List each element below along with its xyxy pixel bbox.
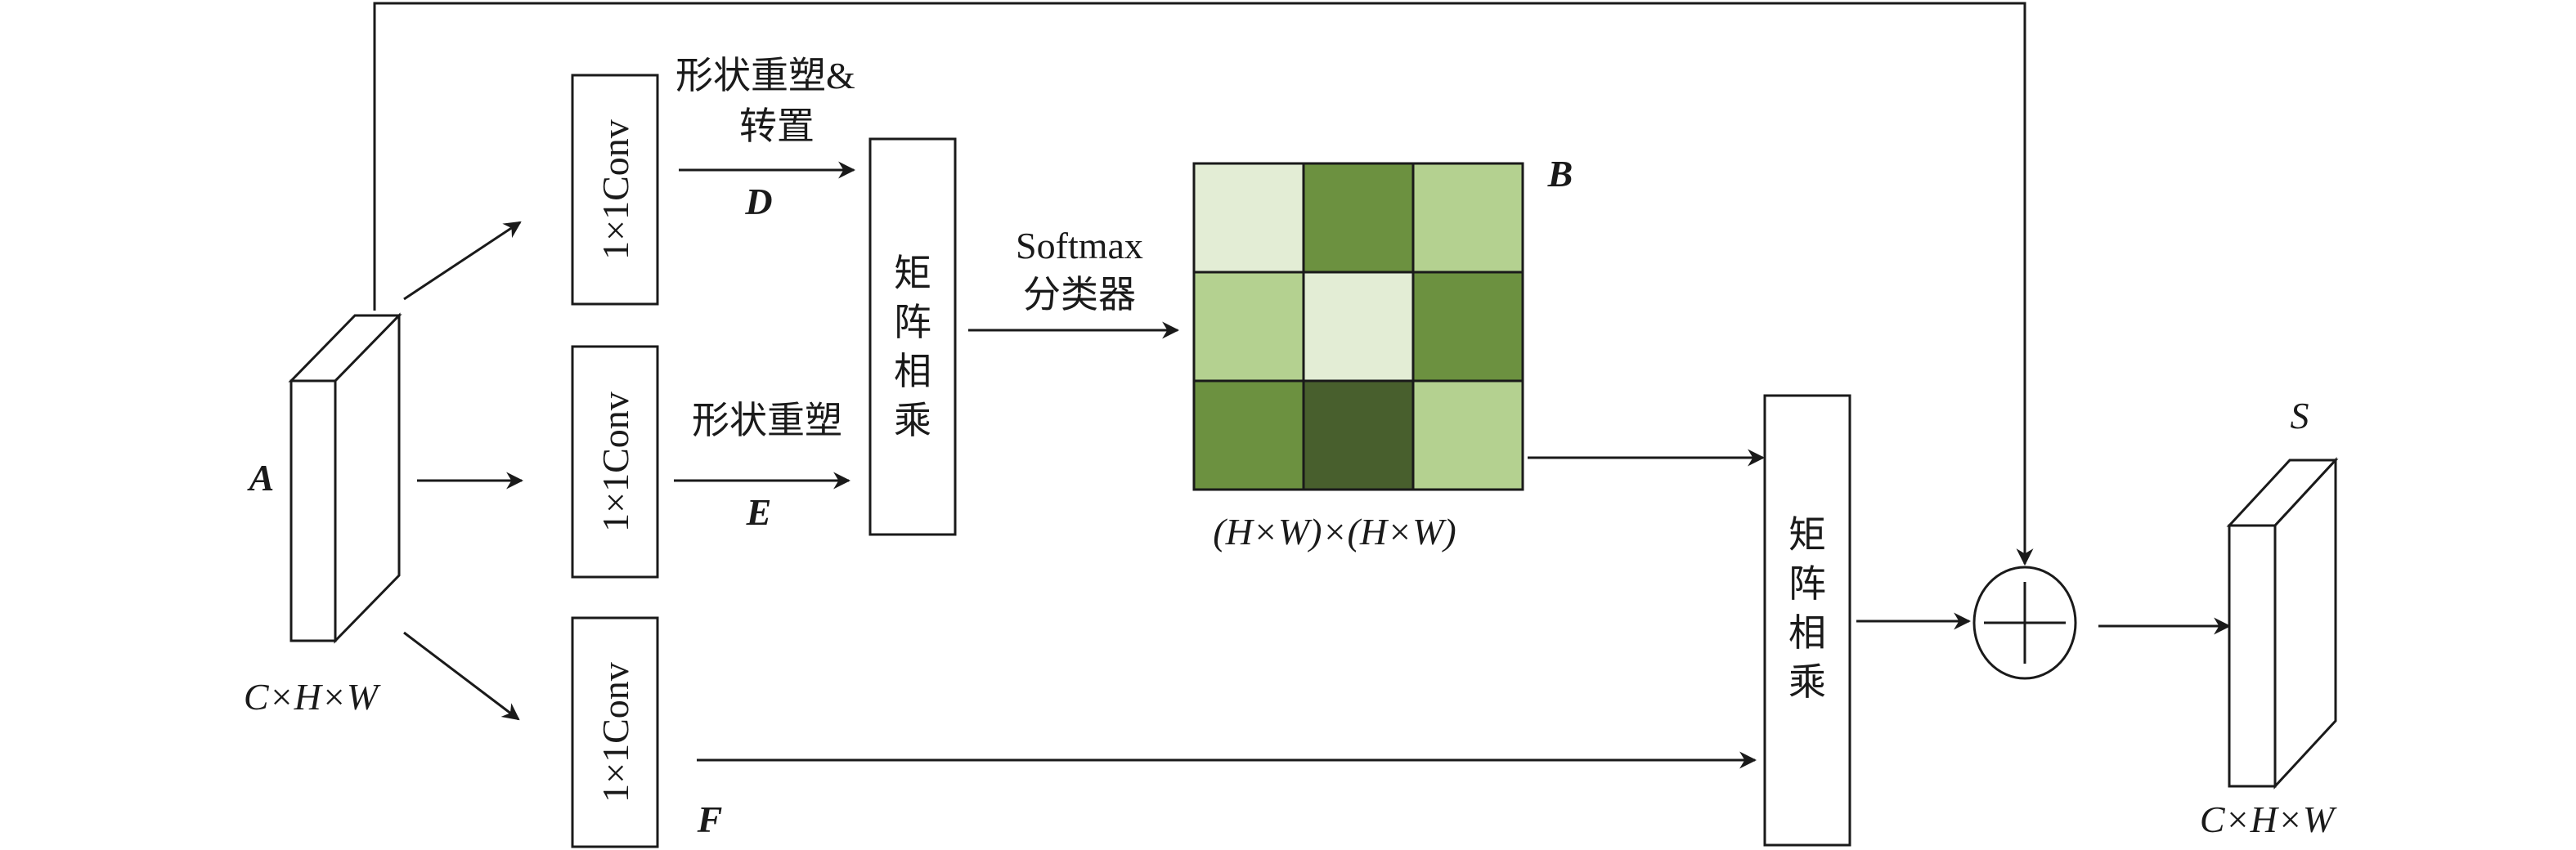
attention-cell-0-2 bbox=[1411, 162, 1524, 274]
matmul-box-2: 矩 阵 相 乘 bbox=[1763, 394, 1851, 847]
arrow-a-to-conv3 bbox=[403, 631, 520, 721]
attention-cell-0-1 bbox=[1302, 162, 1415, 274]
attention-cell-2-1 bbox=[1302, 379, 1415, 491]
conv-box-1: 1×1Conv bbox=[571, 74, 659, 306]
reshape-label: 形状重塑 bbox=[692, 400, 842, 441]
transpose-label: 转置 bbox=[739, 105, 815, 147]
svg-text:相: 相 bbox=[894, 351, 931, 392]
skip-connection bbox=[373, 2, 2034, 566]
softmax-label: Softmax bbox=[1016, 225, 1143, 266]
svg-text:相: 相 bbox=[1788, 612, 1826, 654]
svg-text:乘: 乘 bbox=[1788, 661, 1826, 703]
add-icon bbox=[1972, 566, 2077, 680]
arrow-a-to-conv1 bbox=[403, 221, 522, 301]
label-e: E bbox=[746, 491, 772, 533]
attention-map-b bbox=[1192, 162, 1524, 491]
attention-cell-2-0 bbox=[1192, 379, 1305, 491]
classifier-label: 分类器 bbox=[1023, 274, 1136, 315]
attention-cell-1-0 bbox=[1192, 271, 1305, 382]
svg-text:阵: 阵 bbox=[1788, 563, 1826, 605]
label-s: S bbox=[2291, 395, 2309, 436]
attention-cell-2-2 bbox=[1411, 379, 1524, 491]
attention-cell-0-0 bbox=[1192, 162, 1305, 274]
label-b: B bbox=[1547, 153, 1573, 195]
matmul-box-1: 矩 阵 相 乘 bbox=[868, 137, 957, 536]
conv-box-2: 1×1Conv bbox=[571, 345, 659, 579]
svg-text:矩: 矩 bbox=[894, 253, 931, 294]
reshape-transpose-label: 形状重塑& bbox=[675, 55, 855, 96]
svg-text:1×1Conv: 1×1Conv bbox=[595, 391, 636, 532]
svg-text:乘: 乘 bbox=[894, 400, 931, 441]
input-dims: C×H×W bbox=[244, 676, 381, 718]
input-tensor-a bbox=[288, 312, 402, 644]
label-d: D bbox=[744, 181, 772, 222]
conv-box-3: 1×1Conv bbox=[571, 616, 659, 848]
attention-cell-1-2 bbox=[1411, 271, 1524, 382]
label-f: F bbox=[697, 799, 723, 840]
attention-cell-1-1 bbox=[1302, 271, 1415, 382]
svg-text:阵: 阵 bbox=[894, 302, 931, 343]
svg-text:矩: 矩 bbox=[1788, 514, 1826, 556]
svg-text:1×1Conv: 1×1Conv bbox=[595, 119, 636, 260]
output-tensor-s bbox=[2226, 457, 2339, 790]
output-dims: C×H×W bbox=[2200, 799, 2337, 840]
svg-text:1×1Conv: 1×1Conv bbox=[595, 662, 636, 803]
attention-dims: (H×W)×(H×W) bbox=[1213, 511, 1456, 552]
label-a: A bbox=[247, 457, 275, 499]
